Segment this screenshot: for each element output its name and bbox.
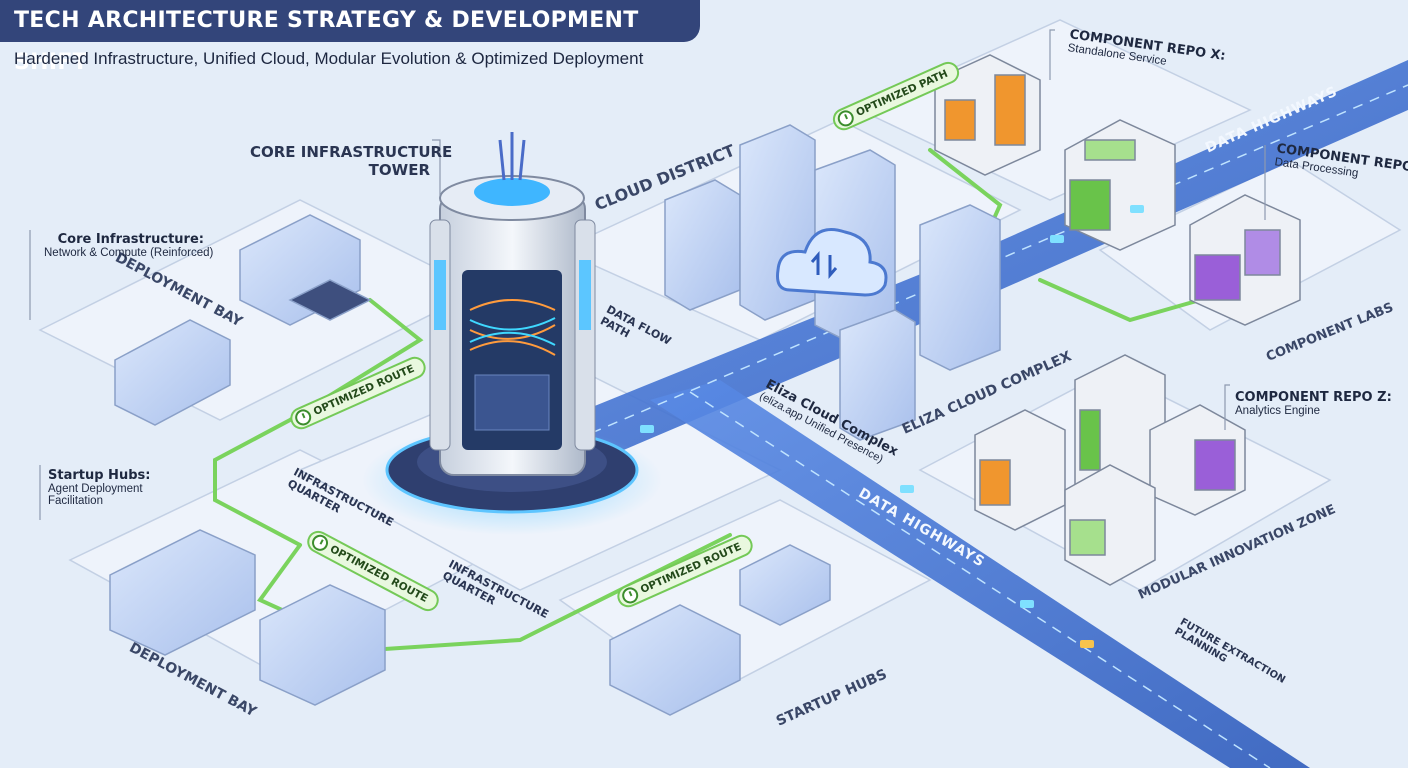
deployment-bay-buildings	[109, 214, 386, 706]
startup-hubs-callout: Startup Hubs: Agent Deployment Facilitat…	[48, 468, 151, 507]
clock-icon	[835, 107, 857, 129]
startup-hub-buildings	[609, 544, 831, 716]
clock-icon	[619, 584, 641, 606]
clock-icon	[309, 531, 331, 554]
repo-z-callout: COMPONENT REPO Z:Analytics Engine	[1235, 390, 1392, 417]
page-title: TECH ARCHITECTURE STRATEGY & DEVELOPMENT…	[0, 0, 700, 75]
callout-lines	[29, 29, 1266, 520]
core-infra-callout: Core Infrastructure:Network & Compute (R…	[44, 232, 214, 259]
data-packets	[640, 205, 1144, 648]
component-repo-y-building	[1189, 194, 1301, 326]
component-repo-z-buildings	[974, 354, 1246, 586]
component-lab-building	[1064, 119, 1176, 251]
page-subtitle: Hardened Infrastructure, Unified Cloud, …	[14, 49, 644, 68]
component-repo-x-building	[934, 54, 1041, 176]
clock-icon	[292, 406, 314, 428]
core-infrastructure-tower	[429, 132, 596, 476]
cloud-sync-icon	[776, 228, 888, 297]
